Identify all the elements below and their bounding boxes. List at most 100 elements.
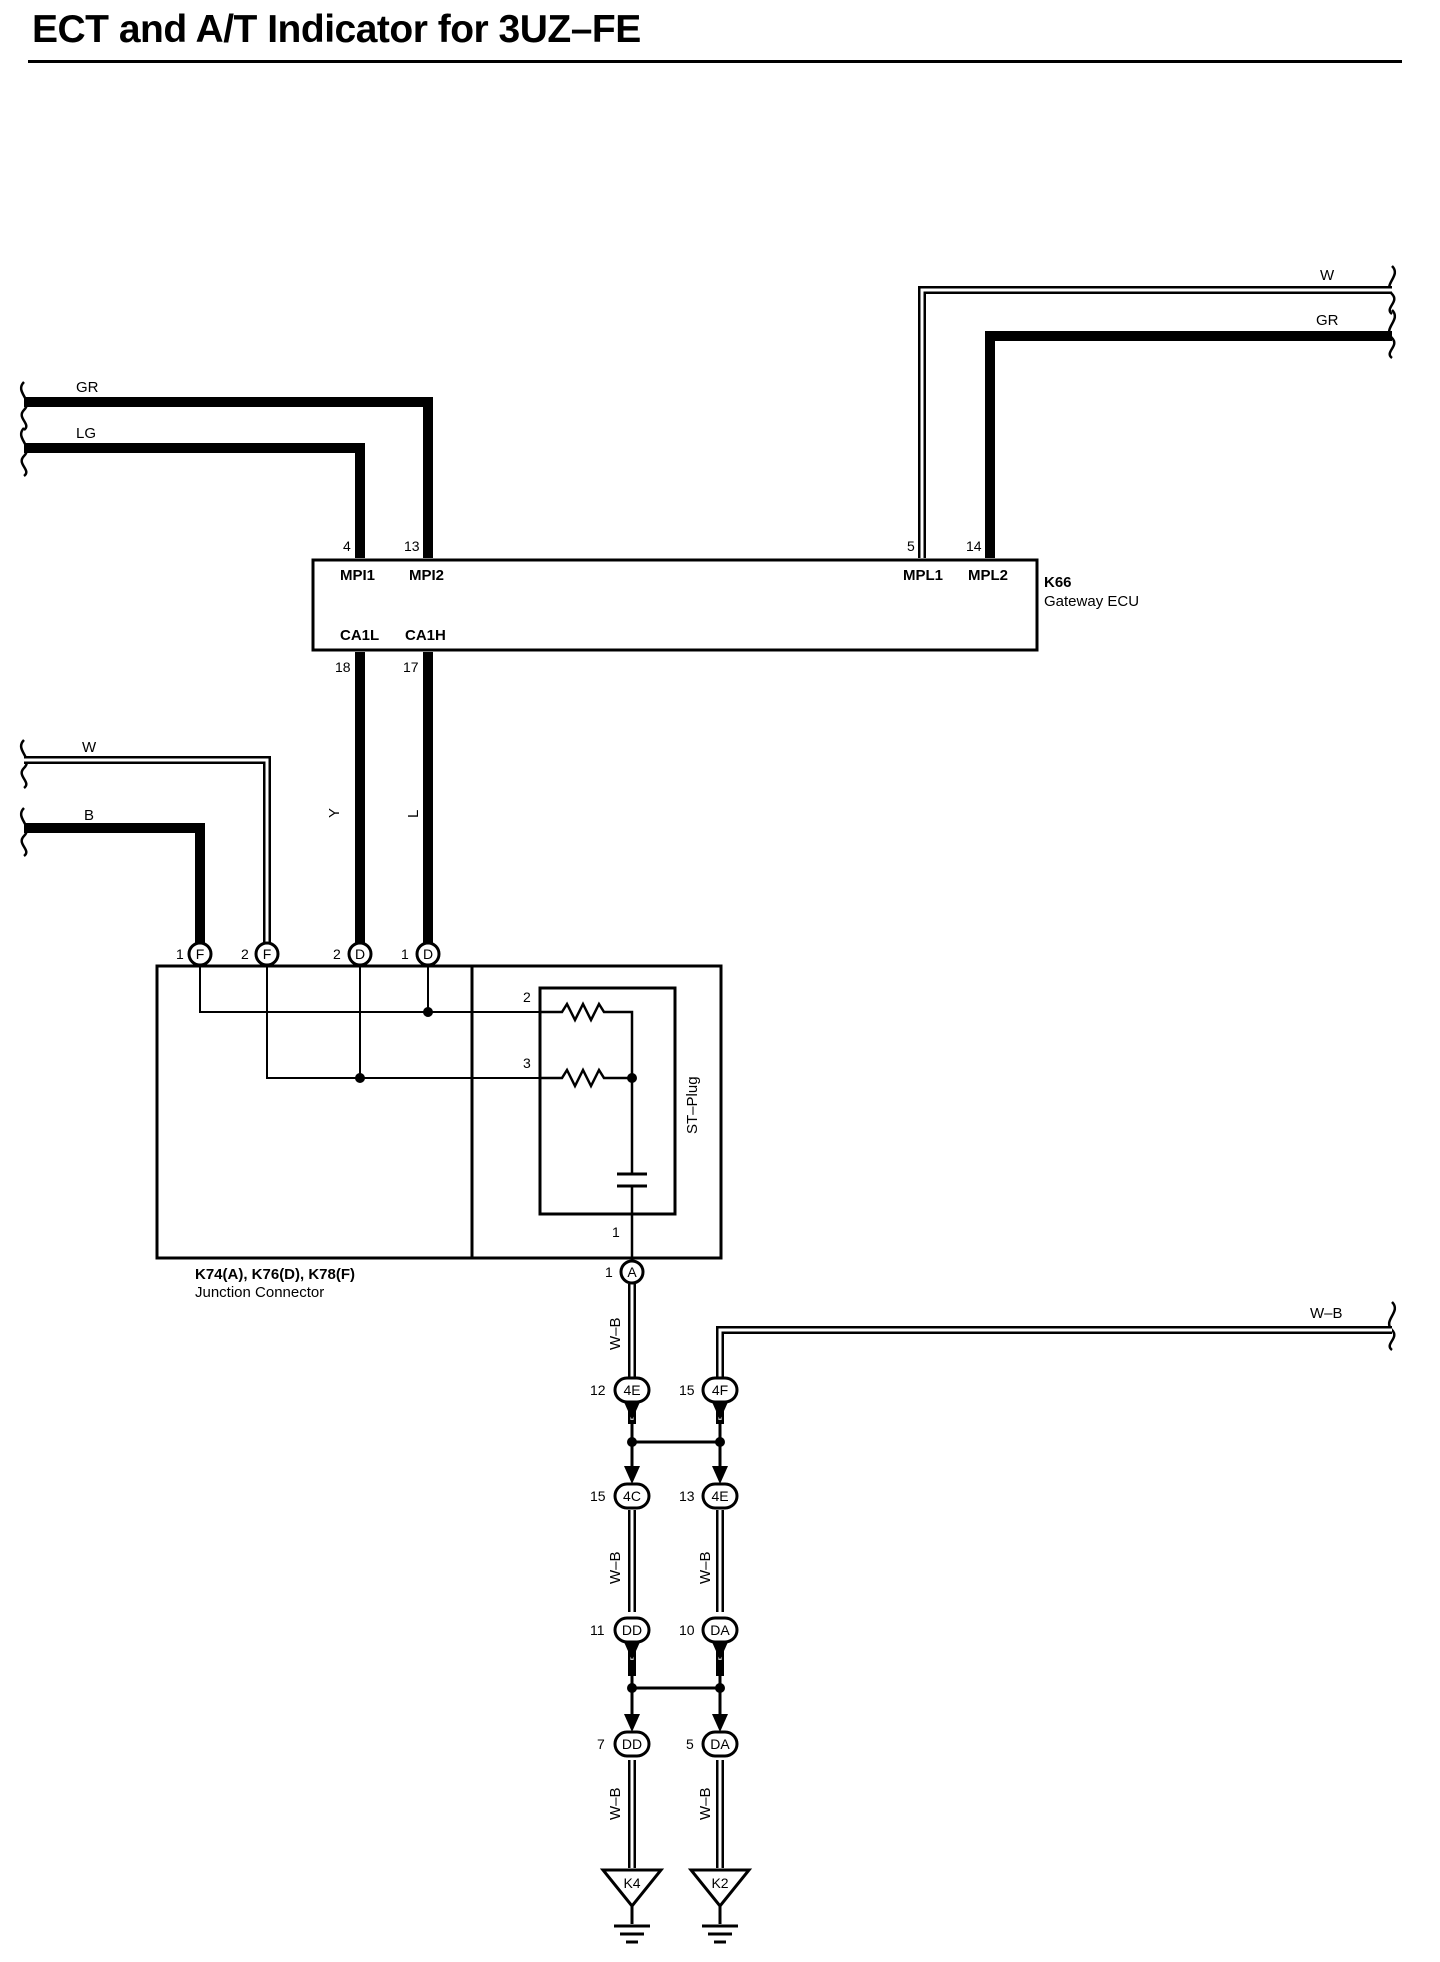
junction-code-0: F bbox=[196, 946, 205, 962]
wire-label-y: Y bbox=[326, 808, 343, 818]
conn-num-6: 7 bbox=[597, 1736, 605, 1752]
junction-num-0: 1 bbox=[176, 946, 184, 962]
st-plug-pin-2: 2 bbox=[523, 989, 531, 1005]
wire-label-wb-b: W–B bbox=[607, 1551, 624, 1584]
chevron-down-icon bbox=[712, 1466, 728, 1484]
conn-num-5: 10 bbox=[679, 1622, 695, 1638]
wire-label-wb-d: W–B bbox=[607, 1787, 624, 1820]
wire-label-wb-a: W–B bbox=[607, 1317, 624, 1350]
chevron-down-icon bbox=[624, 1714, 640, 1732]
wire-label-lg-left: LG bbox=[76, 425, 96, 442]
st-plug-circuit bbox=[540, 1001, 647, 1262]
junction-id: K74(A), K76(D), K78(F) bbox=[195, 1266, 355, 1283]
junction-num-2: 2 bbox=[333, 946, 341, 962]
ecu-sig-mpl1: MPL1 bbox=[903, 567, 943, 584]
junction-code-2: D bbox=[355, 946, 365, 962]
ecu-pin-14: 14 bbox=[966, 538, 982, 554]
conn-num-7: 5 bbox=[686, 1736, 694, 1752]
chevron-down-icon bbox=[712, 1402, 728, 1420]
conn-code-3: 4E bbox=[711, 1488, 728, 1504]
wire-label-b-left: B bbox=[84, 807, 94, 824]
chevron-down-icon bbox=[624, 1402, 640, 1420]
conn-code-5: DA bbox=[710, 1622, 730, 1638]
conn-code-2: 4C bbox=[623, 1488, 641, 1504]
page-title: ECT and A/T Indicator for 3UZ–FE bbox=[32, 8, 641, 51]
wire-label-gr-right: GR bbox=[1316, 312, 1339, 329]
chevron-down-icon bbox=[712, 1642, 728, 1660]
connector-pin-1-f bbox=[187, 941, 213, 967]
conn-num-3: 13 bbox=[679, 1488, 695, 1504]
wire-label-w-left: W bbox=[82, 739, 97, 756]
ecu-pin-4: 4 bbox=[343, 538, 351, 554]
wire-gr-left bbox=[24, 397, 433, 558]
junction-num-1: 2 bbox=[241, 946, 249, 962]
chevron-down-icon bbox=[624, 1466, 640, 1484]
ecu-pin-17: 17 bbox=[403, 659, 419, 675]
wire-label-wb-c: W–B bbox=[697, 1551, 714, 1584]
splice-dot bbox=[355, 1073, 365, 1083]
ground-icon bbox=[599, 1868, 665, 1909]
junction-code-1: F bbox=[263, 946, 272, 962]
wire-lg-left bbox=[24, 443, 365, 558]
wire-label-wb-right: W–B bbox=[1310, 1305, 1343, 1322]
ground-k4: K4 bbox=[623, 1875, 640, 1891]
splice-dot bbox=[627, 1683, 637, 1693]
conn-code-4: DD bbox=[622, 1622, 642, 1638]
wire-label-l: L bbox=[405, 810, 422, 818]
connector-pin-1-a bbox=[619, 1259, 645, 1285]
splice-dot bbox=[715, 1437, 725, 1447]
ground-k2: K2 bbox=[711, 1875, 728, 1891]
splice-dot bbox=[715, 1683, 725, 1693]
conn-num-1: 15 bbox=[679, 1382, 695, 1398]
chevron-down-icon bbox=[712, 1714, 728, 1732]
conn-num-2: 15 bbox=[590, 1488, 606, 1504]
ecu-sig-ca1l: CA1L bbox=[340, 627, 379, 644]
title-rule bbox=[28, 60, 1402, 63]
gateway-ecu-box bbox=[311, 558, 1039, 652]
wire-b-left bbox=[24, 823, 205, 952]
resistor-symbol bbox=[540, 1067, 632, 1089]
st-plug-pin-3: 3 bbox=[523, 1055, 531, 1071]
wire-label-gr-left: GR bbox=[76, 379, 99, 396]
ecu-sig-mpl2: MPL2 bbox=[968, 567, 1008, 584]
thick-wires bbox=[24, 331, 1392, 952]
junction-bottom-num: 1 bbox=[605, 1264, 613, 1280]
wire-label-w-right: W bbox=[1320, 267, 1335, 284]
ecu-sig-ca1h: CA1H bbox=[405, 627, 446, 644]
wire-label-wb-e: W–B bbox=[697, 1787, 714, 1820]
splice-dot bbox=[627, 1437, 637, 1447]
ground-icon bbox=[687, 1868, 753, 1909]
ecu-pin-5: 5 bbox=[907, 538, 915, 554]
chevron-down-icon bbox=[624, 1642, 640, 1660]
ecu-pin-18: 18 bbox=[335, 659, 351, 675]
conn-code-7: DA bbox=[710, 1736, 730, 1752]
splice-dot bbox=[423, 1007, 433, 1017]
connector-pin-2-f bbox=[254, 941, 280, 967]
st-plug-label: ST–Plug bbox=[684, 1076, 701, 1134]
st-plug-pin-1: 1 bbox=[612, 1224, 620, 1240]
junction-top-connectors bbox=[187, 941, 441, 967]
ecu-sig-mpi2: MPI2 bbox=[409, 567, 444, 584]
connector-pin-2-d bbox=[347, 941, 373, 967]
wire-gr-right bbox=[985, 331, 1392, 558]
ecu-sig-mpi1: MPI1 bbox=[340, 567, 375, 584]
connector-pin-1-d bbox=[415, 941, 441, 967]
resistor-symbol bbox=[540, 1001, 634, 1078]
ecu-name: Gateway ECU bbox=[1044, 593, 1139, 610]
wire-wb-right bbox=[716, 1326, 1392, 1378]
ecu-id: K66 bbox=[1044, 574, 1072, 591]
conn-code-6: DD bbox=[622, 1736, 642, 1752]
junction-bottom-code: A bbox=[627, 1264, 637, 1280]
wire-w-left bbox=[24, 756, 271, 952]
junction-block-chevrons bbox=[624, 1402, 728, 1732]
splice-dot bbox=[627, 1073, 637, 1083]
conn-num-0: 12 bbox=[590, 1382, 606, 1398]
conn-code-1: 4F bbox=[712, 1382, 728, 1398]
ecu-pin-13: 13 bbox=[404, 538, 420, 554]
ground-symbols bbox=[599, 1868, 753, 1944]
junction-num-3: 1 bbox=[401, 946, 409, 962]
junction-code-3: D bbox=[423, 946, 433, 962]
st-plug-box bbox=[538, 986, 677, 1216]
conn-code-0: 4E bbox=[623, 1382, 640, 1398]
